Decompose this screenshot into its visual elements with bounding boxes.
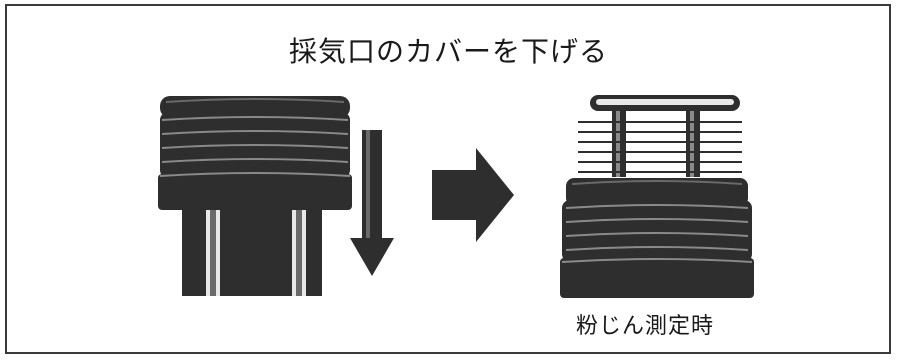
inlet-fins	[578, 121, 742, 173]
sampler-cover-lowered	[560, 95, 754, 298]
lowered-cover-ribbed	[562, 200, 752, 262]
lowered-cover-top	[566, 178, 748, 206]
cover-skirt	[158, 174, 352, 210]
diagram-title: 採気口のカバーを下げる	[288, 35, 608, 68]
sampler-cover-raised	[158, 96, 352, 296]
cover-top	[160, 96, 350, 118]
right-arrow-icon	[432, 148, 514, 242]
down-arrow-icon	[350, 130, 394, 276]
lowered-cover-skirt	[560, 258, 754, 298]
base-slot-right-inner	[296, 206, 302, 296]
base-slot-left-inner	[210, 206, 216, 296]
measurement-caption: 粉じん測定時	[575, 314, 714, 339]
